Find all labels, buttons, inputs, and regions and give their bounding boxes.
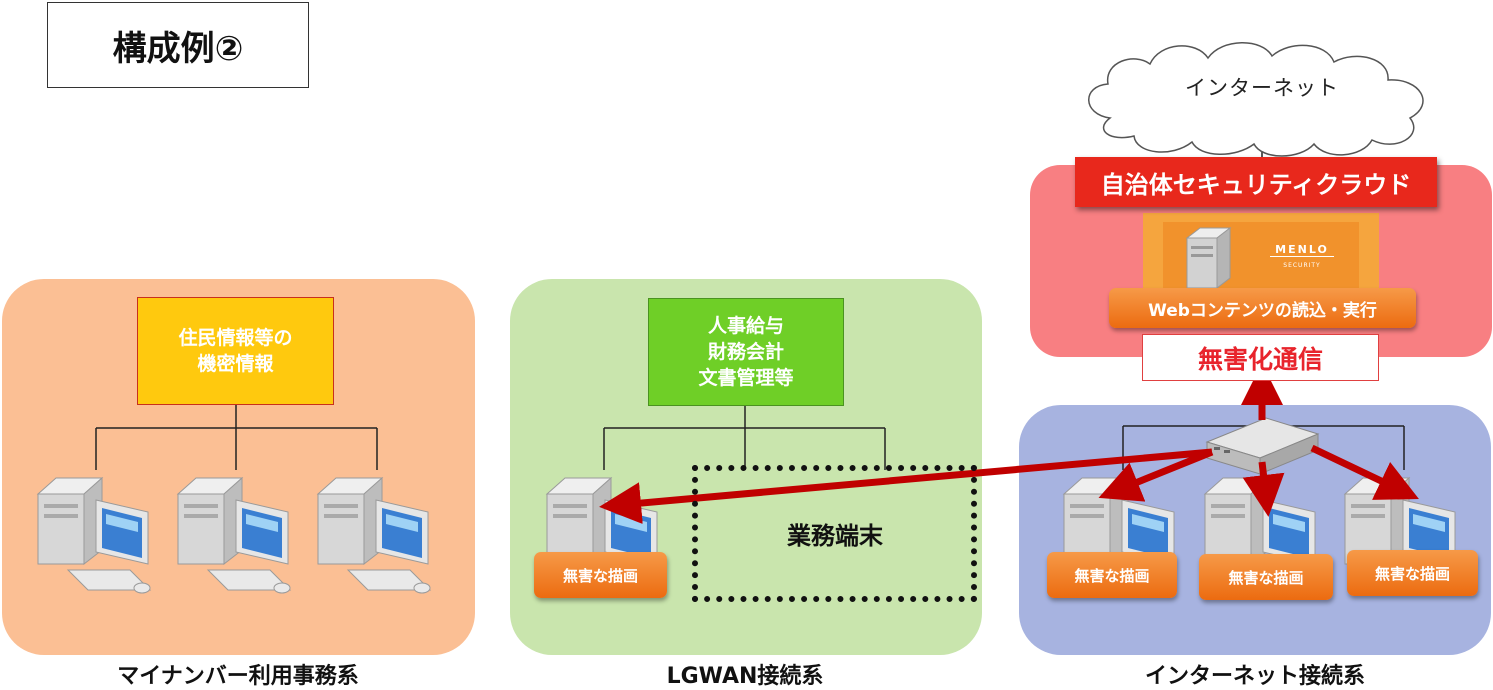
- lgwan-info-line2: 財務会計: [707, 340, 784, 363]
- harmless-render-lgwan: 無害な描画: [534, 552, 667, 598]
- page-title: 構成例②: [47, 2, 309, 88]
- arrow-to-lgwan: [599, 448, 1213, 525]
- arrow-to-internet-pc-2: [1242, 461, 1285, 517]
- arrow-to-internet-pc-1: [1098, 448, 1214, 502]
- mynumber-pc-1: [37, 477, 151, 594]
- arrow-to-internet-pc-3: [1310, 444, 1419, 500]
- internet-label: インターネット: [1185, 76, 1339, 100]
- lgwan-info-box: 人事給与 財務会計 文書管理等: [648, 298, 844, 406]
- menlo-logo-sub: SECURITY: [1283, 262, 1321, 269]
- mynumber-info-line2: 機密情報: [197, 353, 274, 375]
- harmless-render-internet-1: 無害な描画: [1047, 552, 1177, 598]
- lgwan-info-line1: 人事給与: [707, 314, 784, 337]
- web-content-exec-label: Webコンテンツの読込・実行: [1109, 288, 1416, 328]
- harmless-render-internet-3: 無害な描画: [1347, 550, 1478, 596]
- harmless-communication-box: 無害化通信: [1142, 334, 1379, 381]
- harmless-render-internet-2: 無害な描画: [1199, 554, 1333, 600]
- mynumber-tree-lines: [95, 405, 378, 470]
- arrows: [599, 363, 1419, 525]
- lgwan-tree-lines: [603, 406, 886, 470]
- internet-zone-label: インターネット接続系: [1144, 664, 1365, 689]
- security-cloud-banner: 自治体セキュリティクラウド: [1075, 157, 1437, 207]
- mynumber-pc-3: [317, 477, 431, 594]
- business-terminal-box: [692, 465, 977, 602]
- menlo-logo: MENLO: [1270, 243, 1334, 257]
- internet-cloud-shape: [1088, 42, 1424, 157]
- mynumber-info-box: 住民情報等の 機密情報: [137, 297, 334, 405]
- lgwan-info-line3: 文書管理等: [698, 367, 794, 390]
- lgwan-zone-label: LGWAN接続系: [666, 664, 824, 689]
- business-terminal-label: 業務端末: [787, 522, 883, 550]
- mynumber-info-line1: 住民情報等の: [178, 326, 293, 349]
- mynumber-zone-label: マイナンバー利用事務系: [117, 664, 359, 689]
- cloud-server-overlay: [1185, 226, 1232, 290]
- mynumber-pc-2: [177, 477, 291, 594]
